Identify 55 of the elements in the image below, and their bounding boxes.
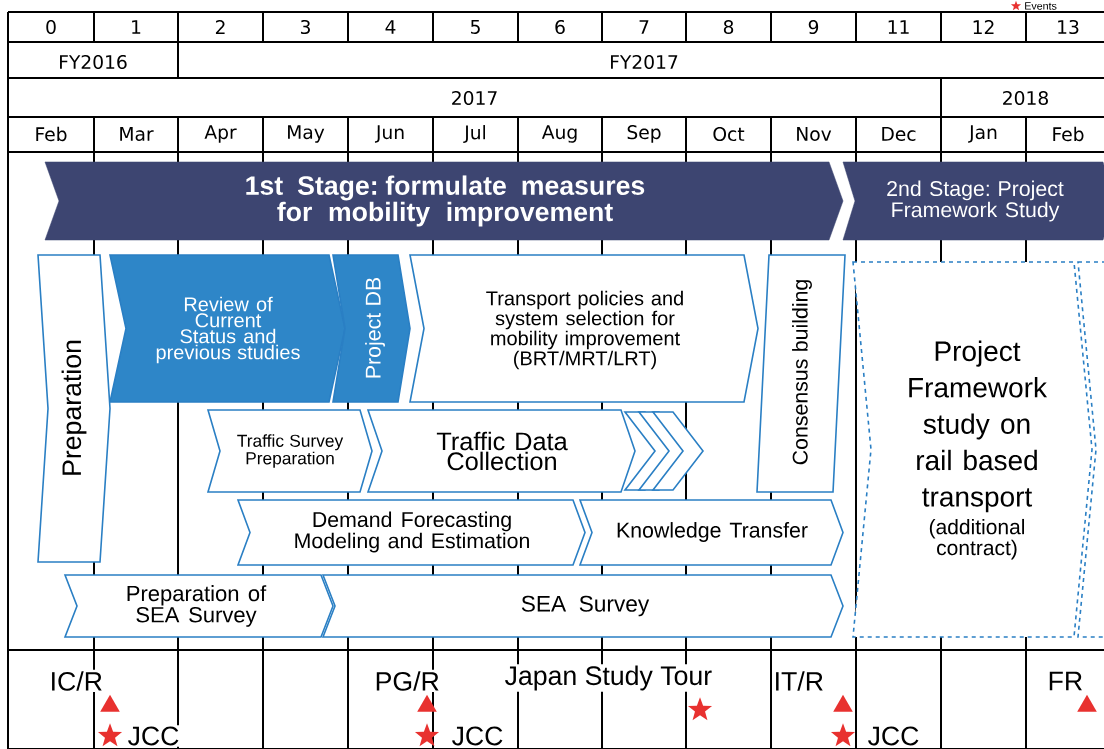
month-label: Jan — [967, 124, 1000, 144]
event-label: IT/R — [772, 669, 826, 693]
column-number: 9 — [806, 18, 821, 36]
fiscal-year: FY2017 — [607, 53, 681, 71]
event-label: IC/R — [48, 669, 105, 693]
fiscal-year: FY2016 — [56, 53, 130, 71]
month-label: Nov — [793, 125, 834, 143]
month-label: Apr — [203, 123, 238, 145]
month-label: Feb — [33, 125, 69, 143]
column-number: 1 — [128, 18, 144, 36]
event-label: JCC — [450, 725, 505, 747]
stage-banner: 2nd Stage: Project Framework Study — [842, 161, 1104, 241]
event-label: PG/R — [373, 669, 442, 693]
month-label: Aug — [540, 123, 580, 145]
column-number: 8 — [721, 18, 736, 36]
task-box: Consensus building — [756, 254, 846, 493]
month-label: Feb — [1050, 125, 1086, 143]
event-label: Japan Study Tour — [503, 664, 714, 692]
task-box: Project DB — [332, 254, 411, 403]
task-box: Project Framework study on rail based transport (additional contract) — [852, 261, 1093, 638]
month-label: Sep — [625, 123, 663, 145]
column-number: 4 — [383, 18, 398, 36]
task-box: Preparation — [37, 254, 111, 563]
column-number: 3 — [298, 18, 313, 36]
year-label: 2017 — [449, 89, 500, 107]
task-box: Demand Forecasting Modeling and Estimation — [236, 499, 586, 566]
task-box: Review of Current Status and previous studies — [109, 254, 346, 403]
column-number: 2 — [213, 18, 228, 36]
task-box: SEA Survey — [321, 574, 844, 638]
month-label: Jun — [374, 124, 407, 144]
column-number: 12 — [970, 18, 997, 36]
event-label: JCC — [126, 725, 181, 747]
month-label: Jul — [462, 123, 489, 145]
legend-entry: Events — [1010, 0, 1057, 11]
event-label: JCC — [866, 725, 921, 747]
month-label: Oct — [711, 125, 746, 143]
year-label: 2018 — [1000, 89, 1051, 107]
event-label: FR — [1046, 670, 1085, 692]
month-label: Dec — [879, 125, 918, 143]
stage-banner: 1st Stage: formulate measures for mobility improvement — [44, 161, 844, 241]
node-label: Project Framework study on rail based transport — [909, 340, 1048, 513]
task-box: Traffic Survey Preparation — [206, 409, 373, 493]
column-number: 6 — [552, 18, 568, 36]
column-number: 13 — [1054, 18, 1082, 36]
month-label: May — [284, 123, 327, 145]
task-box: Preparation of SEA Survey — [63, 574, 334, 638]
month-label: Mar — [117, 125, 155, 143]
node-label: (additional contract) — [929, 518, 1025, 560]
empty-box — [1077, 261, 1104, 638]
column-number: 7 — [636, 18, 652, 36]
task-box: Traffic Data Collection — [366, 409, 704, 493]
column-number: 5 — [468, 18, 483, 36]
task-box: Knowledge Transfer — [578, 499, 844, 566]
column-number: 11 — [885, 18, 912, 36]
column-number: 0 — [43, 18, 59, 36]
